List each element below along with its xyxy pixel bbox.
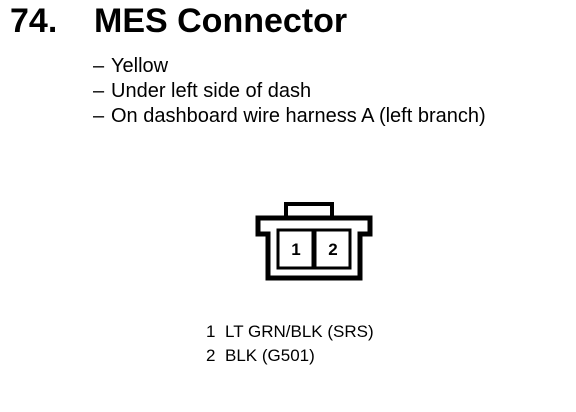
description-item-harness: – On dashboard wire harness A (left bran… [93,104,486,129]
description-item-color: – Yellow [93,54,486,79]
description-text: Under left side of dash [111,80,312,102]
description-text: On dashboard wire harness A (left branch… [111,105,486,127]
pin-number: 2 [206,346,216,365]
description-text: Yellow [111,55,169,77]
connector-title: MES Connector [94,2,348,40]
description-item-location: – Under left side of dash [93,79,486,104]
section-number: 74. [10,2,58,40]
pin-assignment-list: 1 LT GRN/BLK (SRS) 2 BLK (G501) [206,320,374,368]
page-title: 74. MES Connector [10,2,347,48]
pin-row: 2 BLK (G501) [206,344,374,368]
pin-wire: LT GRN/BLK (SRS) [225,322,374,341]
connector-description-list: – Yellow – Under left side of dash – On … [93,54,486,129]
pin-row: 1 LT GRN/BLK (SRS) [206,320,374,344]
connector-diagram: 1 2 [254,200,374,282]
cavity-label-1: 1 [291,240,300,259]
bullet-dash: – [93,105,105,127]
pin-wire: BLK (G501) [225,346,315,365]
cavity-label-2: 2 [328,240,337,259]
connector-face-svg: 1 2 [255,202,373,281]
pin-number: 1 [206,322,216,341]
bullet-dash: – [93,55,105,77]
bullet-dash: – [93,80,105,102]
